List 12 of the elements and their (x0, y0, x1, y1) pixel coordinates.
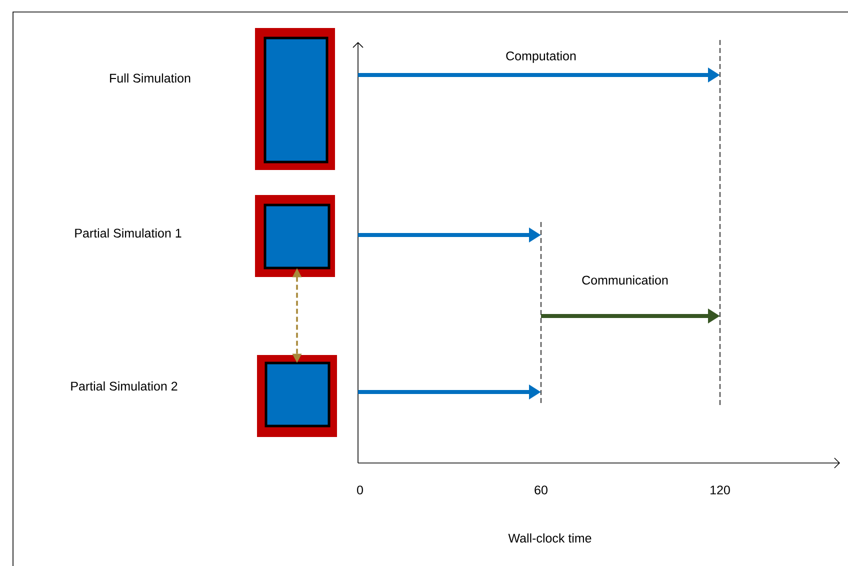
tick-label: 120 (710, 486, 730, 494)
row-label: Partial Simulation 1 (75, 228, 182, 238)
tick-label: 0 (357, 486, 363, 494)
arrow-label: Communication (582, 275, 668, 285)
tick-label: 60 (534, 486, 548, 494)
simulation-box (255, 195, 335, 277)
row-label: Partial Simulation 2 (71, 381, 178, 391)
axis-title: Wall-clock time (508, 533, 592, 543)
row-label: Full Simulation (110, 73, 190, 83)
simulation-box (257, 355, 337, 437)
arrow-label: Computation (506, 51, 576, 63)
simulation-box (255, 28, 335, 170)
